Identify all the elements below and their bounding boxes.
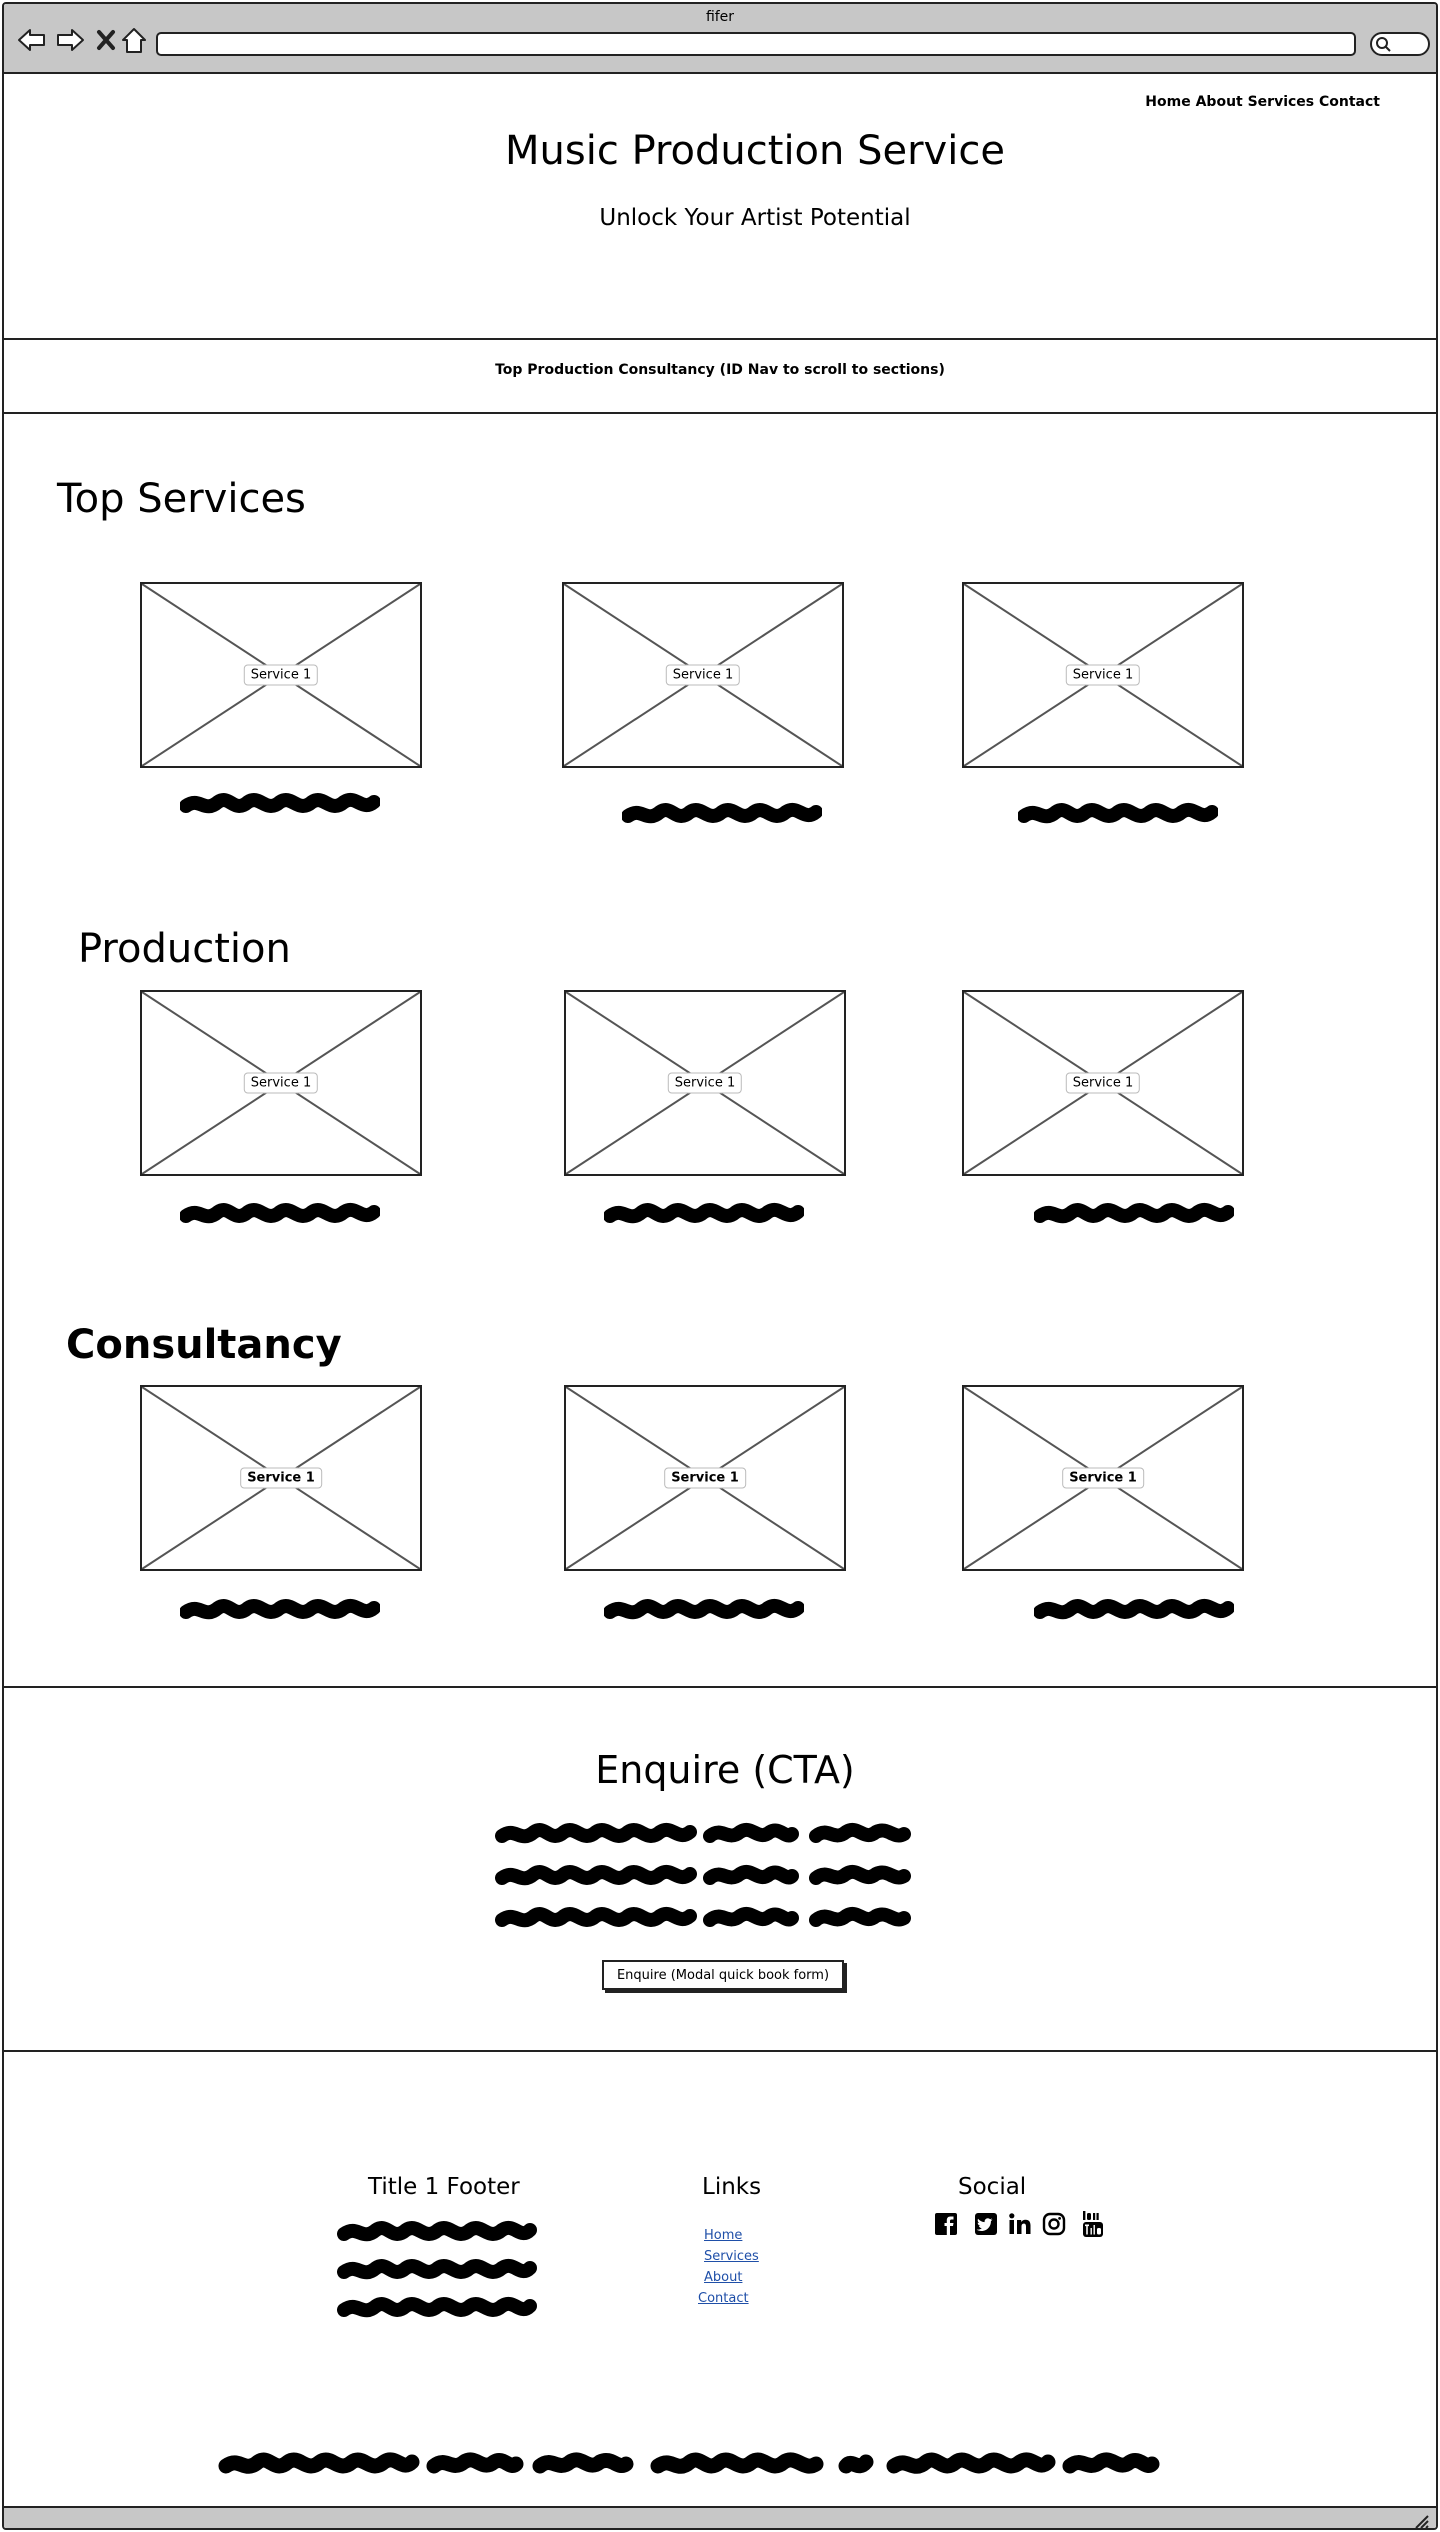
section-title-consultancy: Consultancy	[66, 1322, 342, 1368]
service-card-image[interactable]: Service 1	[962, 1385, 1244, 1571]
copyright-text-placeholder-scribble	[218, 2452, 1160, 2474]
service-card-image[interactable]: Service 1	[962, 990, 1244, 1176]
footer-link-about[interactable]: About	[704, 2270, 743, 2285]
footer-social-title: Social	[958, 2174, 1027, 2200]
facebook-icon[interactable]	[934, 2212, 958, 2236]
search-box[interactable]	[1370, 32, 1430, 56]
divider	[4, 338, 1436, 340]
text-placeholder-scribble	[1034, 1203, 1234, 1224]
forward-arrow-icon[interactable]	[54, 24, 86, 56]
footer-link-contact[interactable]: Contact	[698, 2291, 749, 2306]
text-placeholder-scribble	[1034, 1599, 1234, 1620]
linkedin-icon[interactable]	[1008, 2212, 1032, 2236]
enquire-button[interactable]: Enquire (Modal quick book form)	[602, 1960, 844, 1990]
section-title-top-services: Top Services	[57, 476, 306, 522]
resize-handle-icon[interactable]	[1412, 2512, 1430, 2530]
section-title-production: Production	[78, 926, 291, 972]
service-card-image[interactable]: Service 1	[564, 1385, 846, 1571]
service-card-label: Service 1	[1062, 1467, 1144, 1489]
youtube-icon[interactable]	[1082, 2210, 1104, 2238]
text-placeholder-scribble	[604, 1203, 804, 1224]
cta-title: Enquire (CTA)	[595, 1748, 855, 1792]
footer-text-placeholder-scribble	[337, 2221, 537, 2318]
service-card-image[interactable]: Service 1	[140, 582, 422, 768]
text-placeholder-scribble	[180, 1203, 380, 1224]
footer-title: Title 1 Footer	[368, 2174, 520, 2200]
divider	[4, 1686, 1436, 1688]
text-placeholder-scribble	[180, 793, 380, 814]
service-card-label: Service 1	[1065, 664, 1141, 686]
service-card-label: Service 1	[667, 1072, 743, 1094]
service-card-label: Service 1	[243, 1072, 319, 1094]
service-card-image[interactable]: Service 1	[140, 1385, 422, 1571]
home-icon[interactable]	[118, 24, 150, 56]
footer-link-home[interactable]: Home	[704, 2228, 743, 2243]
search-icon	[1376, 37, 1391, 52]
twitter-icon[interactable]	[974, 2212, 998, 2236]
text-placeholder-scribble	[622, 803, 822, 824]
window-title: fifer	[705, 9, 735, 25]
cta-text-placeholder-scribble	[495, 1823, 911, 1928]
service-card-label: Service 1	[243, 664, 319, 686]
service-card-label: Service 1	[664, 1467, 746, 1489]
back-arrow-icon[interactable]	[16, 24, 48, 56]
service-card-image[interactable]: Service 1	[562, 582, 844, 768]
service-card-label: Service 1	[1065, 1072, 1141, 1094]
divider	[4, 2050, 1436, 2052]
text-placeholder-scribble	[180, 1599, 380, 1620]
instagram-icon[interactable]	[1042, 2212, 1066, 2236]
footer-link-services[interactable]: Services	[704, 2249, 759, 2264]
top-navigation[interactable]: Home About Services Contact	[1145, 94, 1380, 110]
close-icon[interactable]	[90, 24, 122, 56]
address-bar[interactable]	[156, 32, 1356, 56]
browser-toolbar: fifer	[4, 4, 1436, 74]
page-subtitle: Unlock Your Artist Potential	[599, 205, 911, 231]
service-card-label: Service 1	[240, 1467, 322, 1489]
status-bar	[4, 2506, 1436, 2530]
service-card-image[interactable]: Service 1	[564, 990, 846, 1176]
text-placeholder-scribble	[1018, 803, 1218, 824]
service-card-image[interactable]: Service 1	[140, 990, 422, 1176]
service-card-label: Service 1	[665, 664, 741, 686]
page-title: Music Production Service	[505, 128, 1005, 174]
footer-links-title: Links	[702, 2174, 762, 2200]
text-placeholder-scribble	[604, 1599, 804, 1620]
service-card-image[interactable]: Service 1	[962, 582, 1244, 768]
section-nav-band[interactable]: Top Production Consultancy (ID Nav to sc…	[495, 362, 945, 378]
divider	[4, 412, 1436, 414]
